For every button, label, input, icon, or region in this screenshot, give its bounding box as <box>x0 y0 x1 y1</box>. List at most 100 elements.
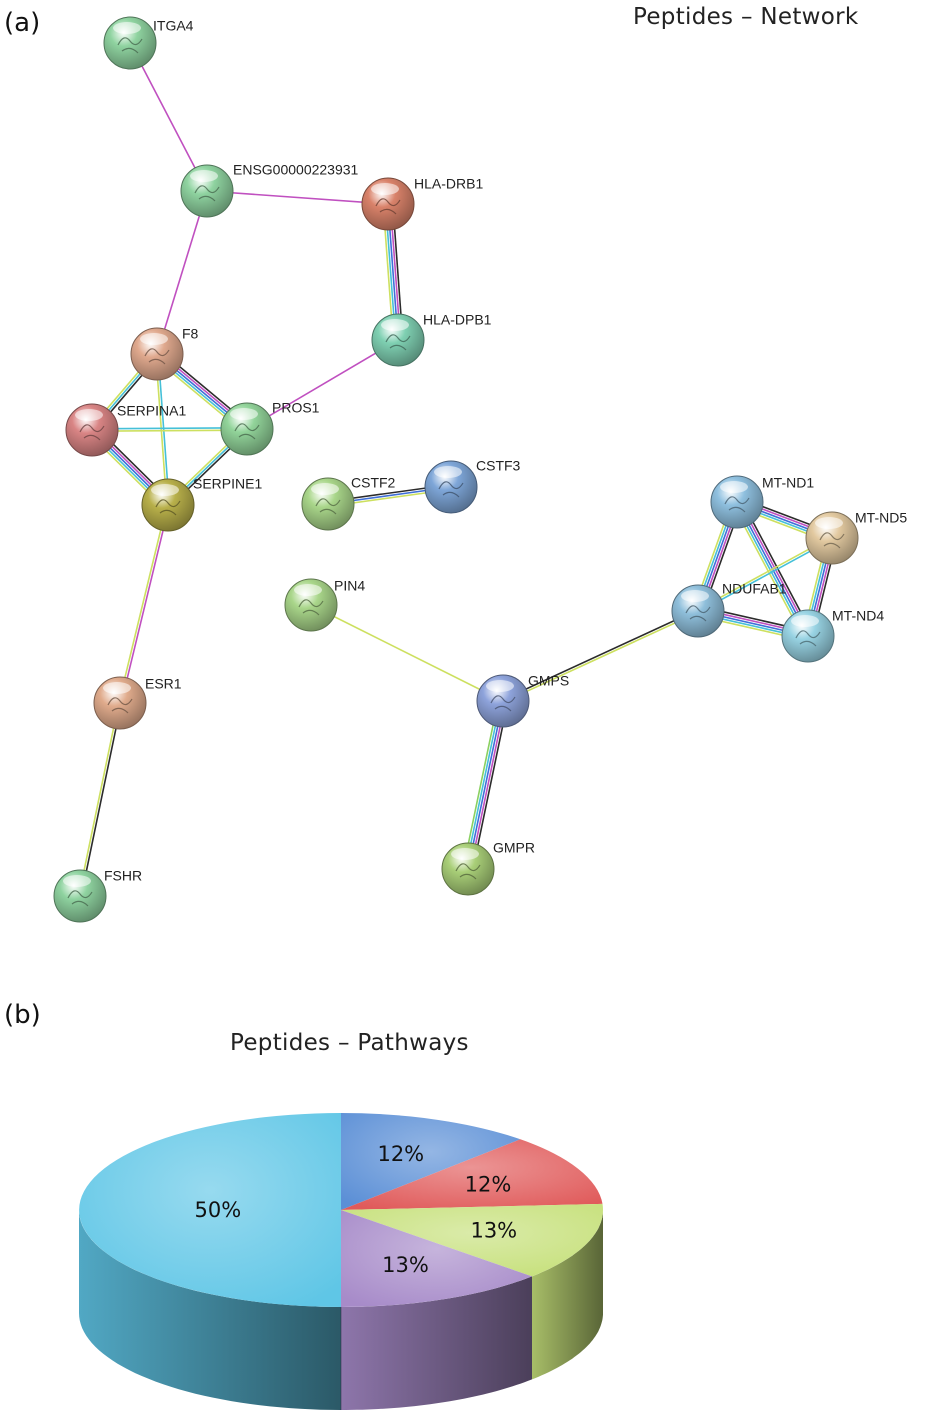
pathways-pie-chart: 12%12%13%13%50% <box>79 1113 604 1410</box>
node-highlight <box>230 408 258 420</box>
pie-slice-label: 50% <box>195 1198 242 1222</box>
edge-strand <box>462 699 500 869</box>
edge-strand <box>469 701 507 870</box>
node-f8: F8 <box>130 325 199 381</box>
edge-strand <box>120 505 170 704</box>
node-highlight <box>113 22 141 34</box>
edge-strand <box>471 701 509 871</box>
node-label: SERPINE1 <box>193 475 262 491</box>
node-label: CSTF3 <box>476 457 521 473</box>
pie-slice-label: 12% <box>465 1172 512 1196</box>
node-label: HLA-DRB1 <box>414 175 483 191</box>
pie-title: Peptides – Pathways <box>230 1030 469 1056</box>
node-gmpr: GMPR <box>441 839 535 896</box>
node-mt-nd4: MT-ND4 <box>781 607 884 663</box>
pie-seam <box>340 1307 342 1410</box>
protein-structure-icon <box>724 496 750 513</box>
node-label: ESR1 <box>145 675 182 691</box>
node-gmps: GMPS <box>476 672 569 728</box>
edge-strand <box>78 702 120 896</box>
edge-strand <box>156 190 208 355</box>
pie-slice-2 <box>341 1139 603 1210</box>
node-esr1: ESR1 <box>93 675 182 730</box>
pie-slice-side <box>79 1210 341 1410</box>
node-highlight <box>75 409 103 421</box>
edge-strand <box>464 700 502 869</box>
protein-structure-icon <box>375 198 401 215</box>
edge-esr1-fshr <box>78 702 122 897</box>
protein-structure-icon <box>455 863 481 880</box>
node-highlight <box>103 682 131 694</box>
node-mt-nd5: MT-ND5 <box>805 509 907 565</box>
node-hla-drb1: HLA-DRB1 <box>361 175 483 231</box>
edge-itga4-ensg <box>129 42 208 192</box>
node-pros1: PROS1 <box>220 399 320 456</box>
edge-strand <box>118 504 168 703</box>
node-label: FSHR <box>104 867 142 883</box>
node-serpina1: SERPINA1 <box>65 402 186 457</box>
protein-structure-icon <box>67 890 93 907</box>
node-fshr: FSHR <box>53 867 142 923</box>
protein-structure-icon <box>795 630 821 647</box>
node-hla-dpb1: HLA-DPB1 <box>371 311 492 367</box>
node-ndufab1: NDUFAB1 <box>671 580 787 638</box>
protein-structure-icon <box>144 348 170 365</box>
edge-hla-dpb1-pros1 <box>246 339 399 430</box>
panel-b-label: (b) <box>4 1000 41 1030</box>
node-mt-nd1: MT-ND1 <box>710 474 814 529</box>
protein-structure-icon <box>107 697 133 714</box>
node-highlight <box>451 848 479 860</box>
protein-structure-icon <box>819 532 845 549</box>
network-title: Peptides – Network <box>633 4 859 30</box>
node-itga4: ITGA4 <box>103 16 194 70</box>
node-label: GMPR <box>493 839 535 855</box>
node-highlight <box>486 680 514 692</box>
pie-slice-4 <box>341 1210 532 1307</box>
protein-structure-icon <box>385 334 411 351</box>
node-label: PROS1 <box>272 399 320 415</box>
pie-slice-1 <box>341 1113 521 1210</box>
edge-serpine1-esr1 <box>118 504 170 704</box>
node-label: MT-ND1 <box>762 474 814 490</box>
edge-strand <box>467 700 504 870</box>
node-highlight <box>294 584 322 596</box>
node-ensg: ENSG00000223931 <box>180 161 359 218</box>
node-label: MT-ND5 <box>855 509 907 525</box>
edge-strand <box>503 611 699 703</box>
pie-slice-3 <box>341 1203 604 1277</box>
pie-slice-label: 12% <box>377 1142 424 1166</box>
node-label: PIN4 <box>334 577 365 593</box>
node-highlight <box>140 333 168 345</box>
node-label: SERPINA1 <box>117 402 186 418</box>
protein-structure-icon <box>194 185 220 202</box>
node-label: GMPS <box>528 672 569 688</box>
edge-ensg-hla-drb1 <box>206 190 389 205</box>
node-highlight <box>371 183 399 195</box>
protein-structure-icon <box>438 481 464 498</box>
node-serpine1: SERPINE1 <box>141 475 262 532</box>
edge-gmps-gmpr <box>462 699 509 871</box>
protein-structure-icon <box>298 599 324 616</box>
node-highlight <box>681 590 709 602</box>
node-highlight <box>434 466 462 478</box>
pie-slice-side <box>532 1210 603 1380</box>
edge-strand <box>502 609 698 701</box>
node-label: F8 <box>182 325 199 341</box>
edge-strand <box>129 42 208 192</box>
node-cstf3: CSTF3 <box>424 457 521 514</box>
node-label: MT-ND4 <box>832 607 884 623</box>
node-cstf2: CSTF2 <box>301 474 396 531</box>
protein-structure-icon <box>234 423 260 440</box>
node-label: HLA-DPB1 <box>423 311 492 327</box>
pie-slice-5 <box>79 1113 341 1307</box>
edge-strand <box>206 190 389 205</box>
edge-strand <box>310 604 504 702</box>
pie-slice-side <box>341 1276 532 1410</box>
protein-structure-icon <box>79 424 105 441</box>
node-label: NDUFAB1 <box>722 580 787 596</box>
node-highlight <box>791 615 819 627</box>
edge-pin4-gmps <box>310 604 504 702</box>
edge-gmps-ndufab1 <box>502 609 699 703</box>
node-label: ENSG00000223931 <box>233 161 359 177</box>
protein-structure-icon <box>685 605 711 622</box>
